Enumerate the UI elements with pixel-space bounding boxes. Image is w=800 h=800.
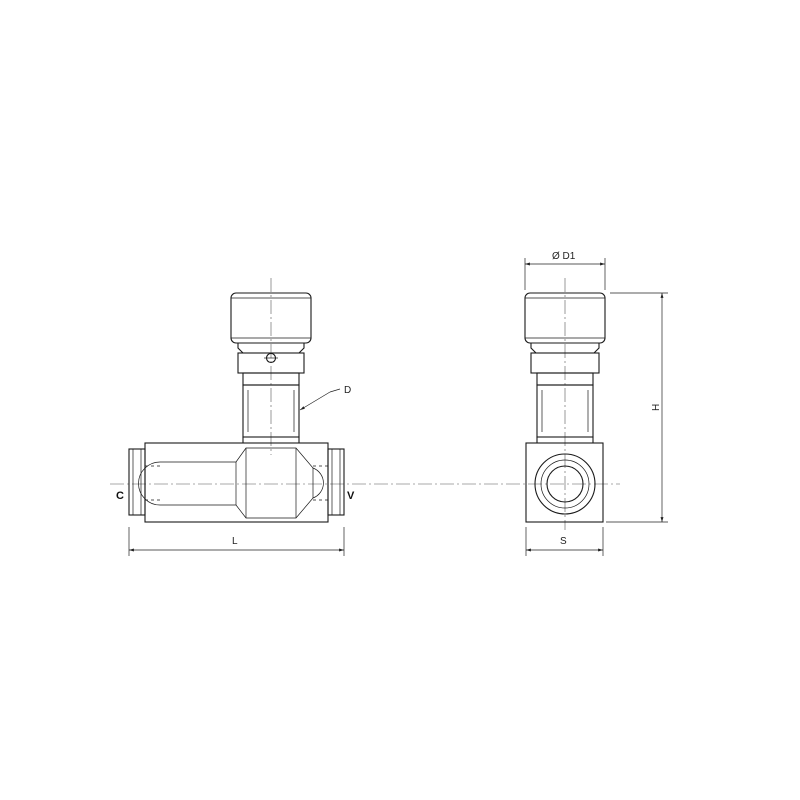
dimension-h-label: H [651,404,662,411]
dimension-l: L [128,527,345,556]
dimension-s: S [525,527,604,556]
side-view: Ø D1 H S [524,251,668,556]
dimension-d1-label: Ø D1 [552,251,576,262]
dimension-l-label: L [232,536,238,547]
front-knurled-knob [230,292,312,344]
dimension-d: D [299,385,351,411]
port-outer-ring [534,453,596,515]
port-fitting-right [313,448,345,516]
side-valve-body [525,442,604,523]
dimension-d1: Ø D1 [524,251,606,290]
dimension-d-label: D [344,385,351,396]
port-label-c: C [116,490,124,502]
port-label-v: V [347,490,355,502]
port-fitting-left [128,448,160,516]
front-view: C V D L [116,278,355,556]
dimension-s-label: S [560,536,567,547]
front-valve-body [138,442,329,523]
side-threaded-stem [536,384,594,444]
port-bore [546,465,584,503]
port-thread-ring [540,459,590,509]
dimension-h: H [606,292,668,523]
